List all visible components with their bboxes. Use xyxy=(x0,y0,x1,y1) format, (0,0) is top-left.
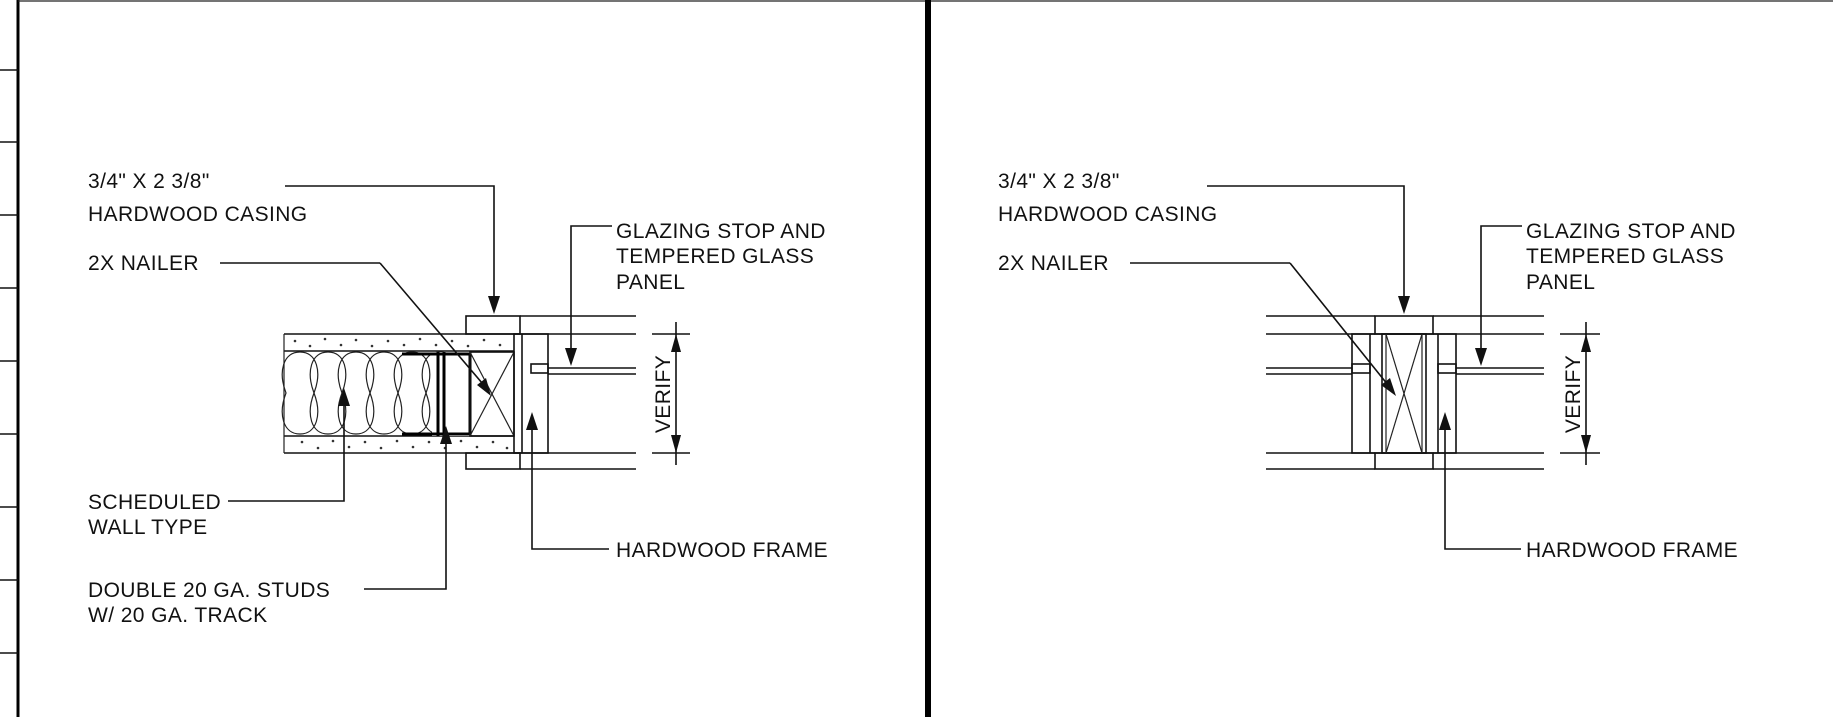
frame-label: HARDWOOD FRAME xyxy=(616,539,828,562)
gypsum-board-speckle xyxy=(293,337,509,450)
glazing-label-line2: TEMPERED GLASS xyxy=(1526,245,1724,268)
studs-label-line2: W/ 20 GA. TRACK xyxy=(88,604,268,627)
wall-type-label-line2: WALL TYPE xyxy=(88,516,208,539)
glazing-label-line3: PANEL xyxy=(616,271,685,294)
sheet-edge-ticks xyxy=(0,69,18,654)
leader-lines xyxy=(1130,185,1522,550)
detail-left: VERIFY 3/4" X 2 3/8" HARDWOOD CASING 2X … xyxy=(88,170,828,627)
wall-opening-lines xyxy=(1266,315,1544,470)
verify-dimension: VERIFY xyxy=(1560,322,1600,465)
casing-label-line1: 3/4" X 2 3/8" xyxy=(998,170,1120,193)
leader-lines xyxy=(220,185,612,590)
glazing-label-line1: GLAZING STOP AND xyxy=(616,220,826,243)
glazing-label-line2: TEMPERED GLASS xyxy=(616,245,814,268)
casing-label-line1: 3/4" X 2 3/8" xyxy=(88,170,210,193)
wall-assembly xyxy=(281,333,515,454)
glazing-stops-and-glass xyxy=(1266,363,1544,375)
verify-dimension-label: VERIFY xyxy=(652,355,675,433)
wood-nailer xyxy=(1381,333,1427,454)
nailer-label: 2X NAILER xyxy=(88,252,199,275)
wall-type-label-line1: SCHEDULED xyxy=(88,491,221,514)
studs-label-line1: DOUBLE 20 GA. STUDS xyxy=(88,579,330,602)
casing-label-line2: HARDWOOD CASING xyxy=(88,203,308,226)
frame-label: HARDWOOD FRAME xyxy=(1526,539,1738,562)
hardwood-frame xyxy=(513,333,549,454)
casing-label-line2: HARDWOOD CASING xyxy=(998,203,1218,226)
wood-nailer xyxy=(469,351,515,437)
nailer-label: 2X NAILER xyxy=(998,252,1109,275)
batt-insulation xyxy=(281,351,459,435)
detail-right: VERIFY 3/4" X 2 3/8" HARDWOOD CASING 2X … xyxy=(998,170,1738,562)
glazing-label-line3: PANEL xyxy=(1526,271,1595,294)
double-metal-studs xyxy=(402,352,472,436)
verify-dimension-label: VERIFY xyxy=(1562,355,1585,433)
glazing-stop-and-glass xyxy=(530,363,636,375)
verify-dimension: VERIFY xyxy=(652,322,690,465)
glazing-label-line1: GLAZING STOP AND xyxy=(1526,220,1736,243)
